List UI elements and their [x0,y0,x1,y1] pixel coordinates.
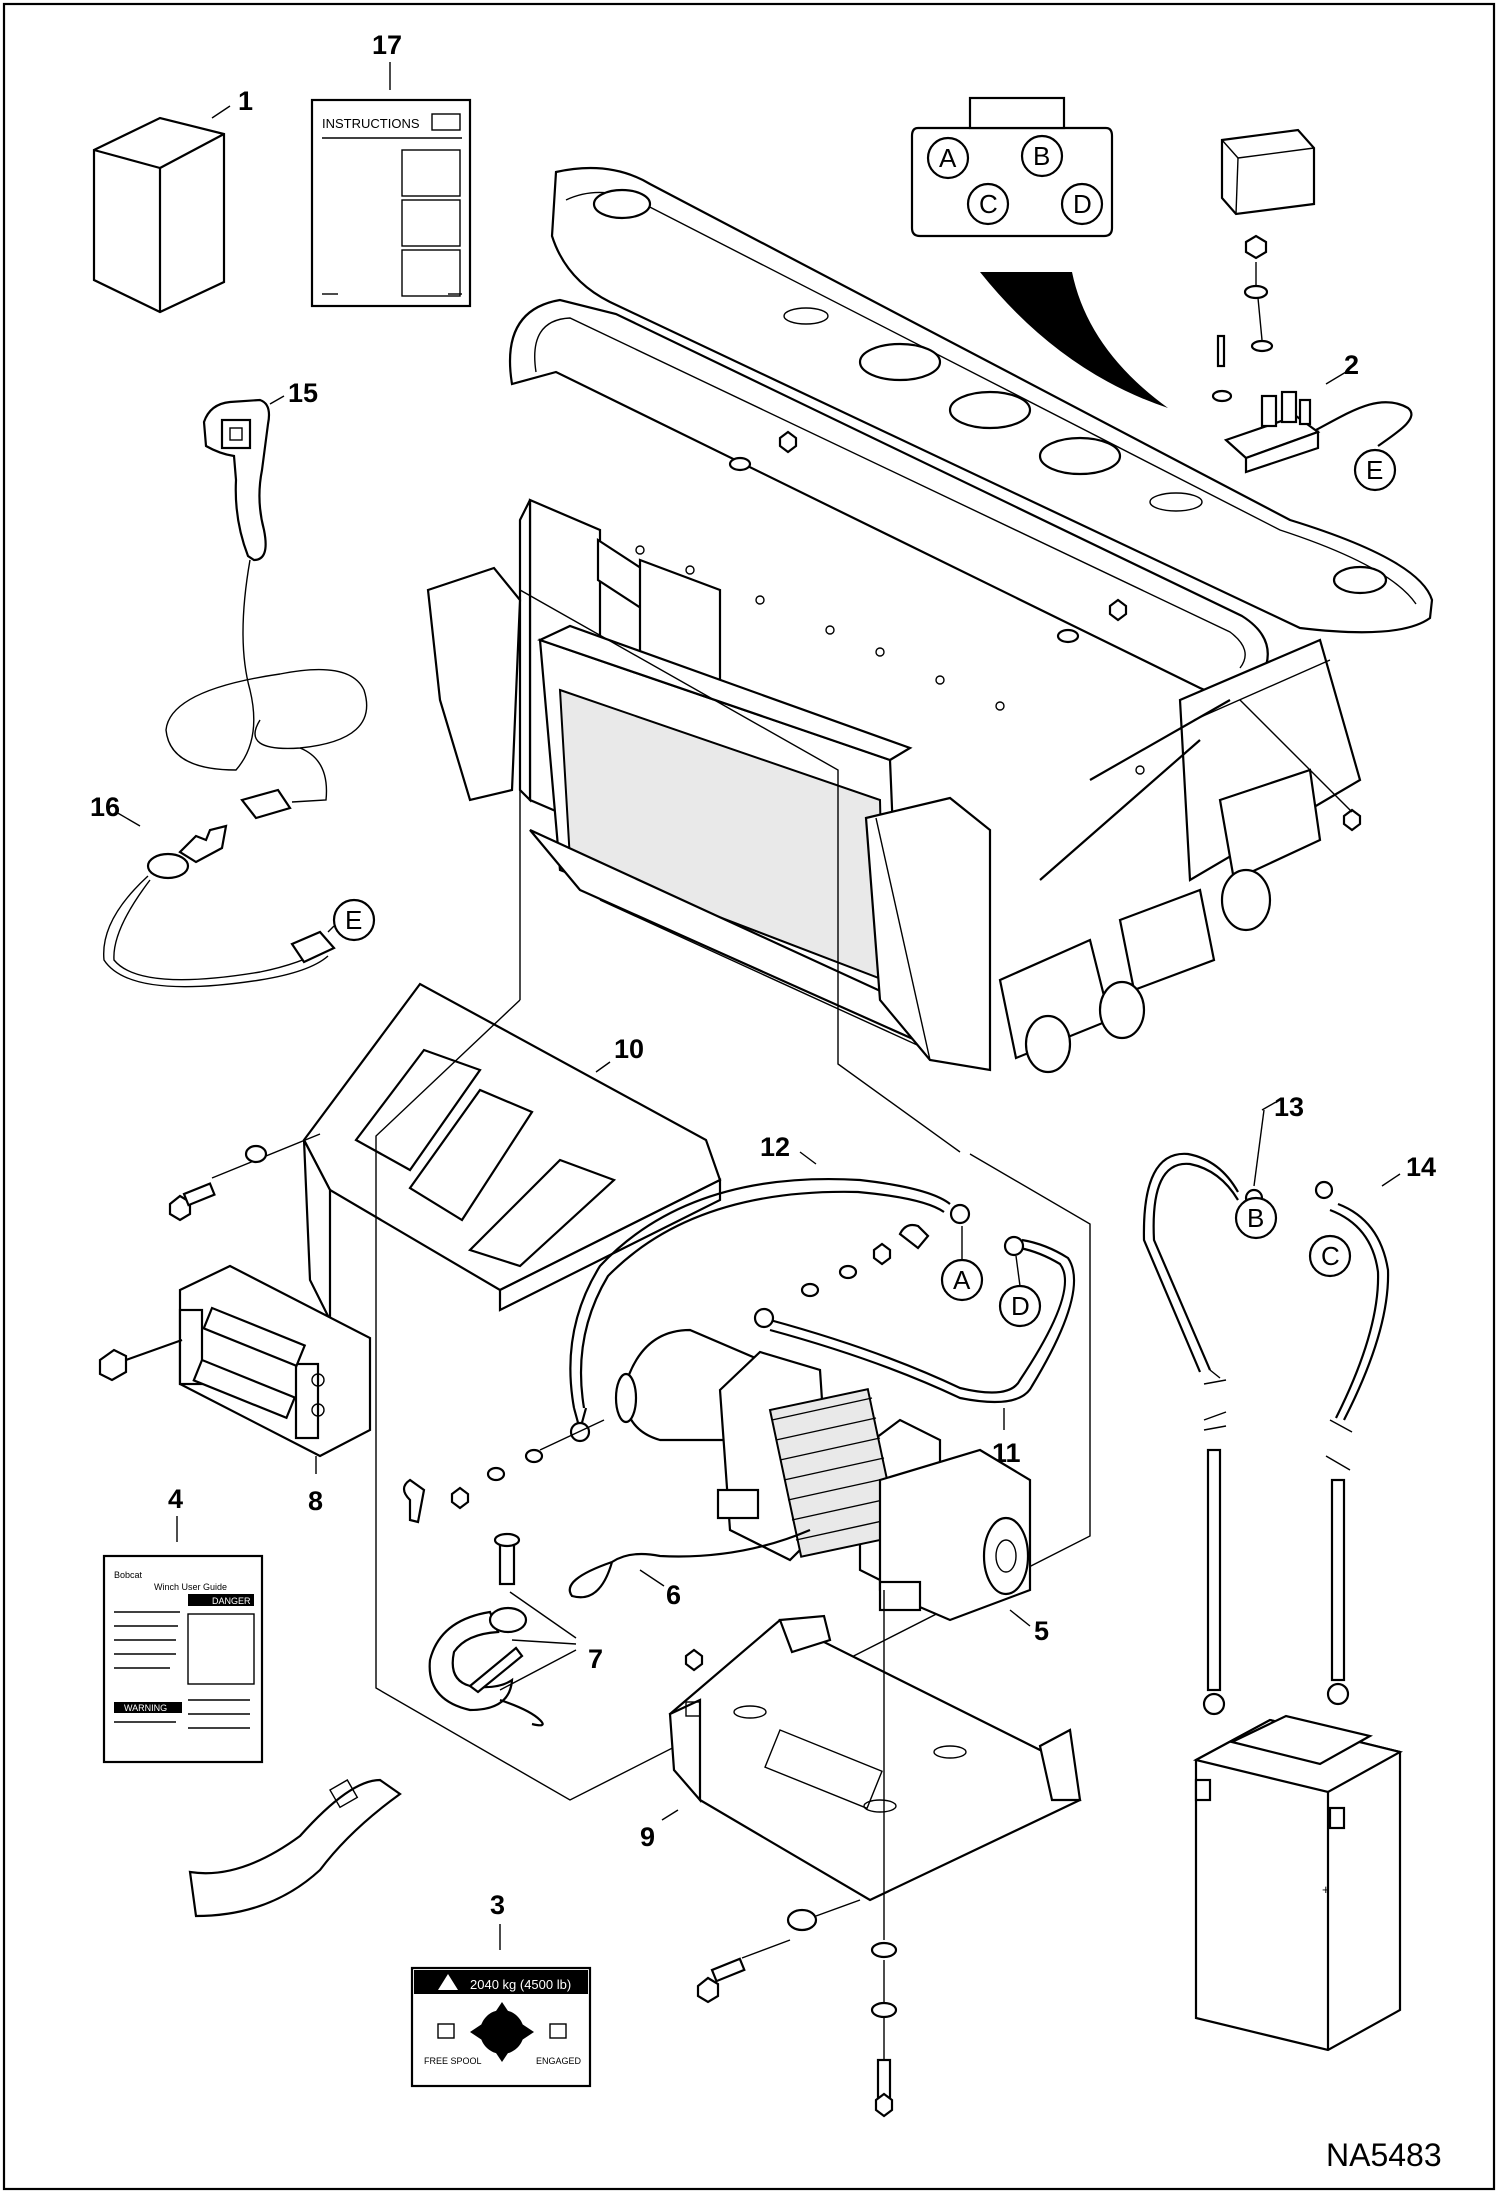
contactor-solenoid [1223,390,1413,474]
connector-label-d: D [1073,189,1092,219]
callout-6: 6 [666,1580,681,1610]
callout-17: 17 [372,30,402,60]
winch-user-guide: Bobcat Winch User Guide DANGER WARNING [102,1554,264,1764]
assembly-outline [375,999,1091,1801]
connector-pointer-arrow [980,272,1168,408]
assembly-outline-upper [519,588,961,1153]
cable-label-d: D [1011,1291,1030,1321]
callout-13: 13 [1274,1092,1304,1122]
callout-9: 9 [640,1822,655,1852]
plate-fasteners [168,1133,321,1222]
callout-16: 16 [90,792,120,822]
winch-unit [614,1328,1032,1622]
contactor-hardware [1211,234,1274,403]
guide-brand: Bobcat [114,1570,143,1580]
battery-cable-b [1142,1152,1264,1716]
callout-7: 7 [588,1644,603,1674]
winch-mount-plate [302,982,722,1321]
callout-4: 4 [168,1484,183,1514]
front-bumper-frame [426,166,1434,1074]
roller-fairlead [98,1264,372,1458]
winch-base-plate [668,1614,1082,1902]
remote-receptacle-harness [103,788,336,988]
battery-label-c: C [1321,1241,1340,1271]
instructions-title: INSTRUCTIONS [322,116,420,131]
battery-cable-c [1314,1180,1390,1706]
callout-14: 14 [1406,1152,1436,1182]
winch-remote-control [165,398,368,803]
callout-5: 5 [1034,1616,1049,1646]
callout-8: 8 [308,1486,323,1516]
figure-reference-code: NA5483 [1326,2137,1442,2173]
hook-strap [188,1778,402,1918]
connector-face: A B C D [910,96,1114,238]
winch-decal: 2040 kg (4500 lb) FREE SPOOL ENGAGED [410,1966,592,2088]
connector-label-b: B [1033,141,1050,171]
callout-12: 12 [760,1132,790,1162]
positive-cable [569,1177,971,1443]
decal-engaged: ENGAGED [536,2056,582,2066]
ground-label-e-harness: E [345,905,362,935]
battery: + [1192,1714,1403,2052]
decal-free-spool: FREE SPOOL [424,2056,482,2066]
connector-label-a: A [939,143,957,173]
negative-cable [753,1235,1076,1404]
callout-3: 3 [490,1890,505,1920]
terminal-hardware-lower [402,1419,605,1524]
battery-terminal-sign: + [1322,1882,1330,1897]
battery-label-b: B [1247,1203,1264,1233]
connector-label-c: C [979,189,998,219]
hook-assembly [428,1532,544,1727]
cable-label-a: A [953,1265,971,1295]
wire-rope [568,1528,811,1599]
callout-2: 2 [1344,350,1359,380]
callout-10: 10 [614,1034,644,1064]
contactor-cover [1220,128,1316,216]
decal-capacity: 2040 kg (4500 lb) [470,1977,571,1992]
terminal-hardware-upper [800,1223,930,1298]
callout-1: 1 [238,86,253,116]
guide-danger-label: DANGER [212,1596,251,1606]
guide-warning-label: WARNING [124,1703,167,1713]
bumper-hardware [728,430,1362,832]
instructions-sheet: INSTRUCTIONS [310,98,472,308]
kit-box [92,116,226,314]
ground-label-e-contactor: E [1366,455,1383,485]
base-plate-fasteners [696,1590,898,2118]
callout-15: 15 [288,378,318,408]
guide-title: Winch User Guide [154,1582,227,1592]
